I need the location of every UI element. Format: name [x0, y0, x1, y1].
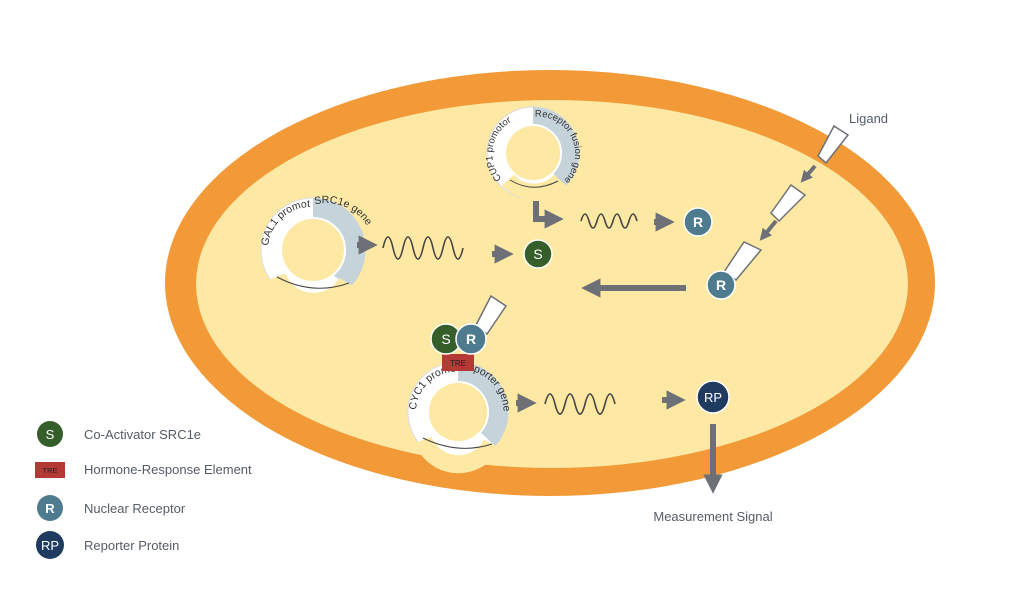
legend-receptor-symbol: [37, 495, 63, 521]
tre-element-label: TRE: [450, 359, 466, 368]
legend-reporter-label: Reporter Protein: [84, 538, 179, 553]
reporter-protein-label: RP: [704, 390, 722, 405]
arrow-ligand-2: [759, 219, 778, 241]
receptor-ligand-bound: [706, 270, 736, 300]
legend-reporter-symbol: [36, 531, 64, 559]
ligand-wedge-outside: [817, 124, 850, 165]
coactivator-gal1-label: S: [533, 246, 542, 262]
legend: S Co-Activator SRC1e TRE Hormone-Respons…: [35, 421, 252, 559]
legend-coactivator-symbol-label: S: [46, 427, 55, 442]
legend-receptor-label: Nuclear Receptor: [84, 501, 186, 516]
legend-coactivator-label: Co-Activator SRC1e: [84, 427, 201, 442]
receptor-complex: [455, 323, 487, 355]
tre-element: [442, 354, 474, 371]
ligand-wedge-inside: [770, 183, 807, 223]
receptor-cup1-label: R: [693, 214, 703, 230]
plasmid-cup1: CUP1 promotor Receptor fusion gene: [484, 106, 583, 200]
coactivator-gal1: [523, 239, 553, 269]
cytoplasm: [196, 100, 908, 468]
mrna-reporter: [544, 393, 616, 415]
coactivator-complex-label: S: [441, 331, 450, 347]
mrna-receptor: [580, 213, 638, 229]
receptor-ligand-bound-label: R: [716, 277, 726, 293]
ligand-label: Ligand: [849, 111, 888, 126]
mrna-src1e: [382, 236, 464, 260]
receptor-complex-label: R: [466, 331, 476, 347]
legend-tre-label: Hormone-Response Element: [84, 462, 252, 477]
arrow-cup1-transcription: [533, 201, 564, 229]
legend-receptor-symbol-label: R: [45, 501, 55, 516]
legend-coactivator-symbol: [37, 421, 63, 447]
reporter-protein: [696, 380, 730, 414]
receptor-cup1: [683, 207, 713, 237]
arrow-ligand-1: [800, 164, 817, 183]
legend-tre-symbol: [35, 462, 65, 478]
measurement-label: Measurement Signal: [653, 509, 772, 524]
legend-tre-symbol-label: TRE: [43, 466, 58, 475]
legend-reporter-symbol-label: RP: [41, 538, 59, 553]
